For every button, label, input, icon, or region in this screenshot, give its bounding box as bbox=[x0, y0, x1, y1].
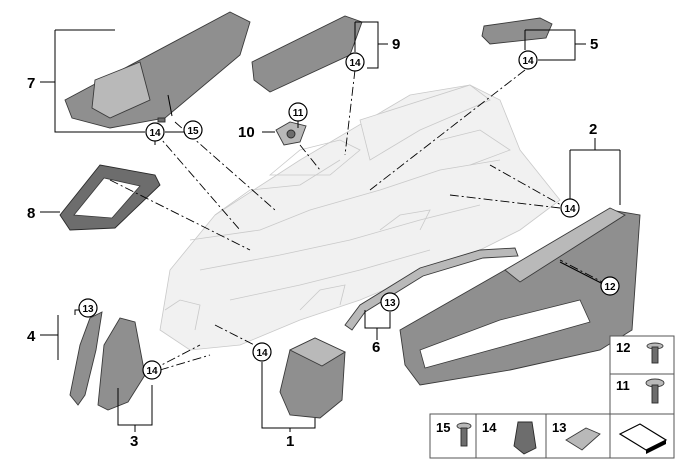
circle-callout: 13 bbox=[78, 298, 98, 318]
circle-callout: 14 bbox=[518, 50, 538, 70]
callout-1: 1 bbox=[286, 433, 294, 450]
legend-label-12: 12 bbox=[616, 340, 630, 355]
svg-text:14: 14 bbox=[349, 58, 361, 69]
legend-box-12 bbox=[609, 335, 675, 375]
svg-text:15: 15 bbox=[187, 126, 199, 137]
callout-2: 2 bbox=[589, 121, 597, 138]
svg-text:12: 12 bbox=[604, 282, 616, 293]
fastener-legend: 12 11 15 14 13 bbox=[429, 335, 675, 459]
callout-leaders bbox=[40, 21, 621, 432]
circle-callout: 14 bbox=[142, 360, 162, 380]
svg-text:14: 14 bbox=[146, 366, 158, 377]
svg-text:14: 14 bbox=[522, 56, 534, 67]
svg-text:14: 14 bbox=[256, 348, 268, 359]
circled-numbers: 14 15 14 14 11 14 12 13 bbox=[78, 50, 620, 380]
part-3-cover bbox=[97, 317, 146, 411]
circle-callout: 11 bbox=[288, 102, 308, 122]
screw-12-icon bbox=[646, 342, 664, 364]
circle-callout: 14 bbox=[560, 198, 580, 218]
screw-11-icon bbox=[645, 378, 665, 404]
part-2-trim bbox=[399, 207, 641, 386]
clip-13-icon bbox=[565, 427, 601, 451]
part-8-frame bbox=[59, 164, 161, 231]
part-7-speaker-cover bbox=[64, 11, 251, 129]
part-1-box bbox=[279, 337, 346, 419]
callout-3: 3 bbox=[130, 433, 138, 450]
callout-9: 9 bbox=[392, 36, 400, 53]
part-5-trim bbox=[481, 17, 553, 45]
circle-callout: 14 bbox=[252, 342, 272, 362]
part-4-trim bbox=[69, 311, 103, 406]
legend-label-11: 11 bbox=[616, 378, 630, 393]
flat-panel-icon bbox=[618, 423, 668, 454]
legend-box-15 bbox=[429, 413, 477, 459]
callout-4: 4 bbox=[27, 328, 36, 345]
circle-callout: 14 bbox=[345, 52, 365, 72]
dashboard-carrier bbox=[159, 84, 561, 351]
clip-14-icon bbox=[513, 421, 537, 455]
callout-7: 7 bbox=[27, 75, 35, 92]
circle-callout: 12 bbox=[600, 276, 620, 296]
legend-label-13: 13 bbox=[552, 420, 566, 435]
callout-6: 6 bbox=[372, 339, 380, 356]
circle-callout: 14 bbox=[145, 122, 165, 142]
part-10-bracket bbox=[275, 121, 307, 146]
part-9-speaker-cover bbox=[251, 15, 363, 93]
part-6-strip bbox=[344, 247, 519, 331]
svg-text:14: 14 bbox=[149, 128, 161, 139]
callout-10: 10 bbox=[238, 124, 255, 141]
circle-callout: 15 bbox=[183, 120, 203, 140]
svg-text:14: 14 bbox=[564, 204, 576, 215]
callout-8: 8 bbox=[27, 205, 35, 222]
svg-text:13: 13 bbox=[384, 298, 396, 309]
callout-5: 5 bbox=[590, 36, 598, 53]
circle-callout: 13 bbox=[380, 292, 400, 312]
screw-15-icon bbox=[456, 422, 472, 447]
svg-text:13: 13 bbox=[82, 304, 94, 315]
legend-label-14: 14 bbox=[482, 420, 497, 435]
svg-text:11: 11 bbox=[293, 108, 304, 119]
part-15-screw bbox=[157, 117, 166, 123]
legend-label-15: 15 bbox=[436, 420, 450, 435]
callout-numbers: 7 9 5 10 8 2 4 3 6 1 bbox=[27, 36, 598, 450]
